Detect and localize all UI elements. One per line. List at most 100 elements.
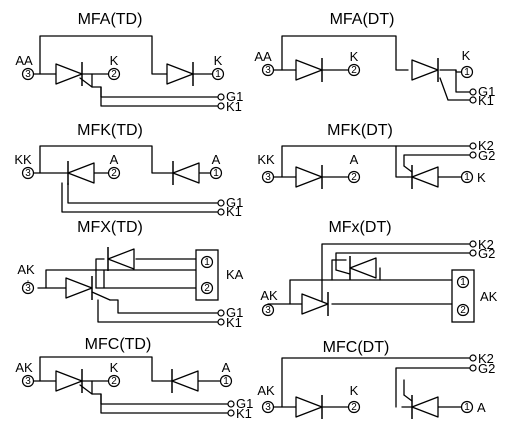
diagram-title: MFx(DT)	[328, 219, 391, 236]
cathode-aux-terminal	[469, 96, 477, 104]
thyristor-symbol	[55, 369, 93, 395]
terminal-1-number: 1	[460, 277, 466, 288]
terminal-3-number: 3	[25, 283, 31, 294]
terminal-2-number: 2	[111, 168, 117, 179]
terminal-3-label: AA	[254, 49, 272, 64]
cathode-aux-terminal	[227, 409, 235, 417]
thyristor-symbol	[67, 161, 95, 185]
diagram-title: MFX(TD)	[77, 219, 143, 236]
gate-label: G2	[478, 148, 495, 163]
diode-symbol	[166, 62, 194, 86]
terminal-1-number: 1	[464, 402, 470, 413]
diode-symbol	[171, 369, 199, 393]
cathode-aux-label: K1	[478, 93, 494, 108]
terminal-3	[261, 170, 275, 184]
terminal-2	[347, 63, 361, 77]
terminal-2-number: 2	[111, 69, 117, 80]
wiring	[27, 258, 219, 323]
diagram-mfx-td: MFX(TD) AK 3 1 2 KA G1 K1	[17, 219, 243, 330]
cathode-aux-terminal	[469, 142, 477, 150]
terminal-1-number: 1	[464, 67, 470, 78]
terminal-3-number: 3	[265, 402, 271, 413]
cathode-aux-terminal	[217, 208, 225, 216]
terminal-3	[21, 67, 35, 81]
terminal-block-label: KA	[226, 267, 244, 282]
terminal-2	[456, 303, 470, 317]
diagram-mfk-td: MFK(TD) KK A A 3 2 1 G1 K1	[14, 122, 243, 219]
terminal-3-number: 3	[265, 172, 271, 183]
terminal-1	[460, 65, 474, 79]
cathode-aux-terminal	[469, 354, 477, 362]
gate-terminal	[469, 364, 477, 372]
gate-terminal	[469, 249, 477, 257]
thyristor-symbol	[403, 394, 439, 419]
terminal-3	[21, 374, 35, 388]
terminal-2-label: K	[350, 383, 359, 398]
terminal-1-number: 1	[464, 172, 470, 183]
terminal-2-number: 2	[351, 172, 357, 183]
gate-terminal	[217, 199, 225, 207]
cathode-aux-label: K1	[226, 204, 242, 219]
terminal-2	[200, 281, 214, 295]
terminal-3-label: AA	[15, 53, 33, 68]
terminal-1-label: K	[477, 170, 486, 185]
terminal-2	[107, 374, 121, 388]
diode-symbol	[107, 247, 135, 271]
terminal-3	[21, 166, 35, 180]
terminal-1	[200, 255, 214, 269]
cathode-aux-terminal	[469, 240, 477, 248]
thyristor-symbol	[411, 58, 439, 82]
terminal-3-number: 3	[25, 168, 31, 179]
terminal-2-label: K	[350, 49, 359, 64]
gate-label: G2	[478, 246, 495, 261]
diode-symbol	[295, 165, 323, 189]
gate-terminal	[469, 151, 477, 159]
terminal-2	[107, 166, 121, 180]
terminal-3-label: KK	[14, 152, 32, 167]
diode-symbol	[301, 292, 329, 316]
terminal-2-number: 2	[111, 376, 117, 387]
cathode-aux-label: K2	[478, 138, 494, 153]
terminal-2-label: K	[110, 360, 119, 375]
terminal-1-label: K	[214, 53, 223, 68]
gate-terminal	[469, 88, 477, 96]
terminal-1-number: 1	[223, 376, 229, 387]
diagram-mfa-dt: MFA(DT) AA K K 3 2 1 G1 K1	[254, 11, 495, 108]
diagram-title: MFA(TD)	[78, 11, 143, 28]
gate-label: G1	[478, 84, 495, 99]
terminal-block-label: AK	[480, 289, 498, 304]
thyristor-symbol	[335, 256, 377, 280]
terminal-2-number: 2	[351, 402, 357, 413]
terminal-1-label: K	[462, 48, 471, 63]
diagram-title: MFK(TD)	[77, 122, 143, 139]
diode-symbol	[295, 395, 323, 419]
cathode-aux-label: K2	[478, 351, 494, 366]
terminal-1-label: A	[222, 360, 231, 375]
terminal-1-label: A	[212, 152, 221, 167]
thyristor-symbol	[403, 165, 439, 189]
cathode-aux-label: K1	[236, 406, 252, 421]
gate-label: G1	[226, 305, 243, 320]
terminal-3-number: 3	[25, 69, 31, 80]
cathode-aux-terminal	[217, 318, 225, 326]
gate-label: G1	[226, 195, 243, 210]
terminal-3-label: KK	[257, 152, 275, 167]
terminal-1	[460, 170, 474, 184]
terminal-3-number: 3	[265, 305, 271, 316]
diode-symbol	[172, 161, 200, 185]
diagram-title: MFA(DT)	[330, 11, 395, 28]
terminal-1	[211, 67, 225, 81]
terminal-3	[261, 400, 275, 414]
diagram-mfc-dt: MFC(DT) AK K 3 2 1 A K2 G2	[257, 339, 495, 419]
terminal-3	[21, 281, 35, 295]
terminal-3-label: AK	[260, 288, 278, 303]
terminal-2-label: K	[110, 53, 119, 68]
terminal-1-number: 1	[215, 69, 221, 80]
terminal-3-label: AK	[15, 360, 33, 375]
terminal-2-number: 2	[460, 305, 466, 316]
terminal-3-label: AK	[257, 383, 275, 398]
terminal-2-label: A	[350, 152, 359, 167]
cathode-aux-label: K1	[226, 99, 242, 114]
terminal-1	[460, 400, 474, 414]
